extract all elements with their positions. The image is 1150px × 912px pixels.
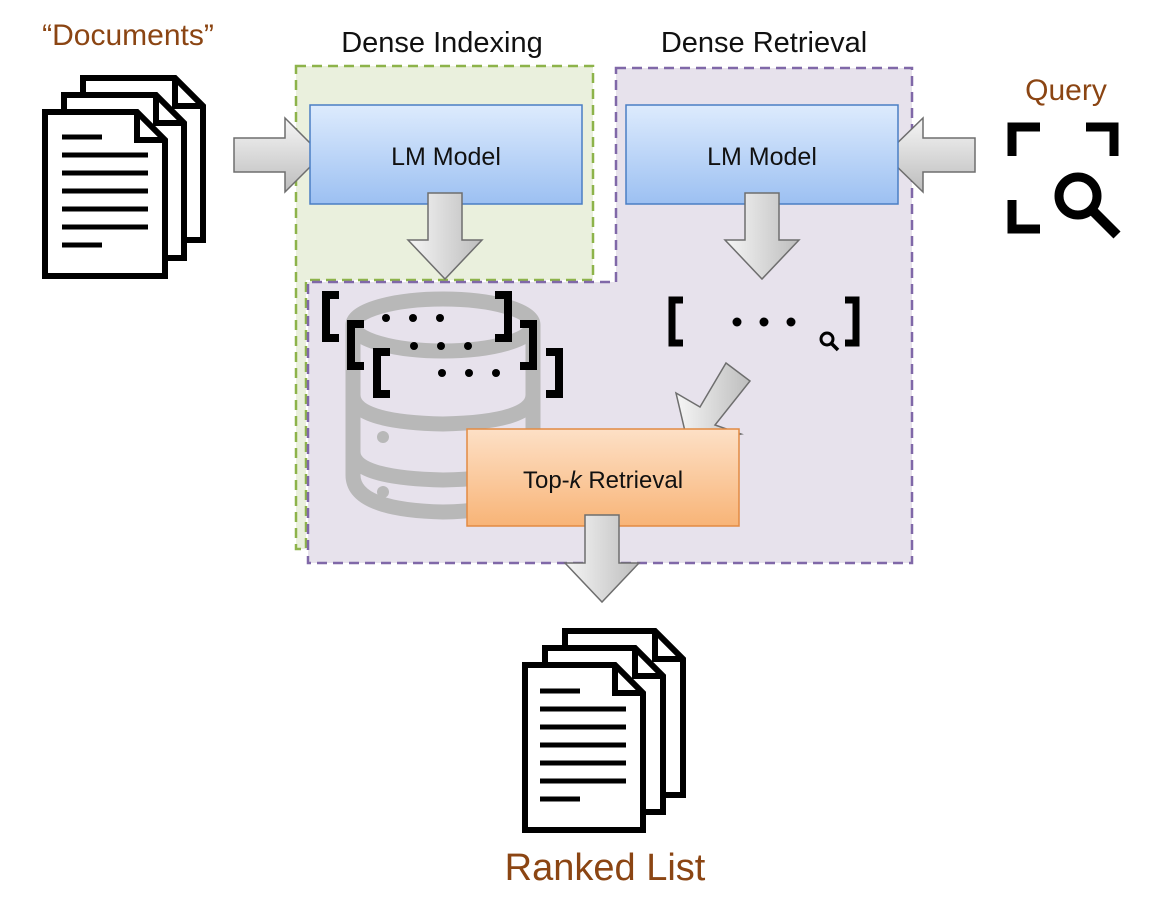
topk-retrieval-box [466,428,740,527]
arrow-query-to-lm [883,116,976,194]
documents-icon [42,75,206,279]
topk-retrieval-label: Top-k Retrieval [523,467,683,494]
query-label: Query [1025,74,1107,107]
ranked-list-label: Ranked List [505,847,706,889]
lm-model-indexing-label: LM Model [391,143,501,171]
lm-model-indexing-box [309,104,583,205]
arrow-lm-to-index [406,192,484,281]
topk-prefix: Top- [523,467,570,494]
dense-retrieval-title: Dense Retrieval [661,27,867,59]
arrow-documents-to-lm [233,116,324,194]
ranked-list-icon [522,628,686,833]
documents-label: “Documents” [42,19,214,52]
dense-indexing-title: Dense Indexing [341,27,543,59]
lm-model-retrieval-box [625,104,899,205]
query-search-icon [1007,122,1121,239]
arrow-topk-to-ranked [563,514,641,604]
magnifier-icon [819,331,840,352]
arrow-lm-to-query-vector [723,192,801,281]
topk-k: k [570,467,584,494]
lm-model-retrieval-label: LM Model [707,143,817,171]
topk-suffix: Retrieval [582,467,683,494]
vector-bracket-icon [322,291,563,398]
index-vector-dots [382,314,500,377]
query-vector-icon [668,296,860,352]
